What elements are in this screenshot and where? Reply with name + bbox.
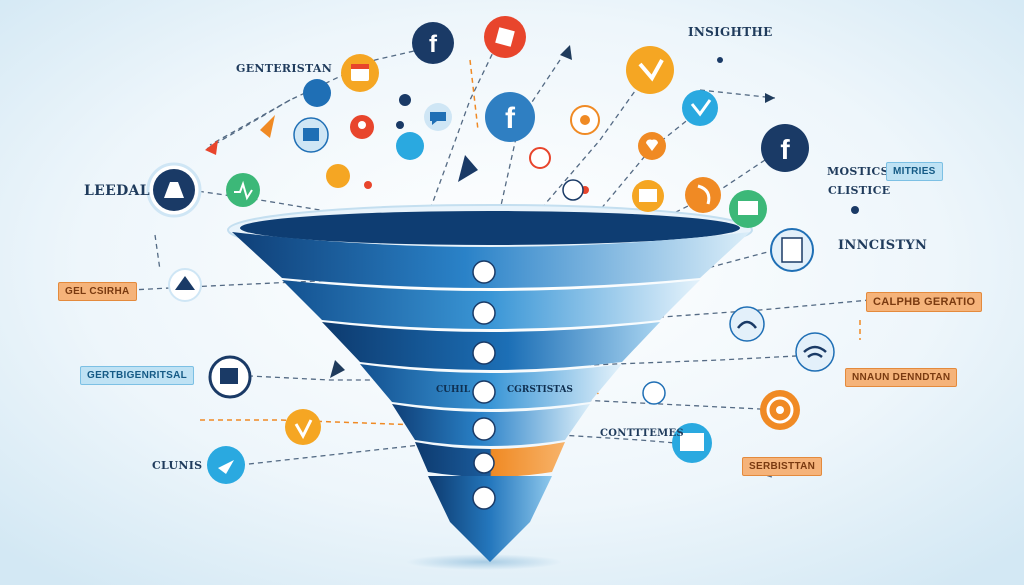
like-icon: [285, 409, 321, 445]
stage-5-icon: [472, 417, 496, 441]
funnel: [227, 204, 753, 562]
label-clistice: CLISTICE: [828, 184, 891, 197]
document-icon: [770, 228, 814, 272]
heart-icon: [638, 132, 666, 160]
label-mostics: MOSTICS: [827, 165, 889, 178]
connector-lines: [129, 37, 871, 479]
check-heart-icon: [682, 90, 718, 126]
label-inncistyn: INNCISTYN: [838, 238, 928, 253]
label-conttemes: CONTTTEMES: [600, 428, 684, 439]
chat-bubble-icon: [424, 103, 452, 131]
funnel-spout: [428, 476, 552, 562]
comment-icon: [326, 164, 350, 188]
svg-text:f: f: [780, 134, 790, 165]
label-genteristan: GENTERISTAN: [236, 62, 333, 75]
send-icon: [207, 446, 245, 484]
speed-icon: [642, 381, 666, 405]
twitter-bird-icon: [626, 46, 674, 94]
social-icons: f f: [146, 16, 835, 484]
calendar-icon: [341, 54, 379, 92]
mail-icon: [632, 180, 664, 212]
stage-1-icon: [472, 260, 496, 284]
phone-icon: [685, 177, 721, 213]
facebook-icon: f: [412, 22, 454, 64]
chart-icon: [293, 117, 329, 153]
activity-icon: [226, 173, 260, 207]
stage-7-icon: [472, 486, 496, 510]
funnel-label-left: CUHIL: [436, 385, 471, 395]
svg-text:f: f: [505, 102, 516, 135]
tag-mitries: MITRIES: [886, 162, 943, 181]
location-pin-icon: [350, 115, 374, 139]
tag-left-orange: GEL CSIRHA: [58, 282, 137, 301]
funnel-stage-icons: [472, 260, 496, 510]
stage-6-icon: [473, 452, 495, 474]
funnel-label-right: CGRSTISTAS: [507, 385, 573, 395]
funnel-shadow: [406, 554, 562, 570]
facebook-icon-3: f: [761, 124, 809, 172]
support-icon: [729, 306, 765, 342]
rss-feed-icon: [570, 105, 600, 135]
stage-2-icon: [472, 301, 496, 325]
message-icon: [729, 190, 767, 228]
news-icon: [672, 423, 712, 463]
wave-icon: [529, 147, 551, 169]
target-icon: [760, 390, 800, 430]
leedal-logo-icon: [146, 162, 202, 218]
wifi-icon-small: [396, 132, 424, 160]
funnel-band-1: [232, 232, 750, 288]
stage-3-icon: [472, 341, 496, 365]
image-icon: [208, 355, 252, 399]
stage-4-icon: [472, 380, 496, 404]
tag-calphb: CALPHB GERATIO: [866, 292, 983, 312]
cloud-icon: [562, 179, 584, 201]
profile-icon: [303, 79, 331, 107]
label-clunis: CLUNIS: [152, 459, 203, 472]
wifi-icon: [795, 332, 835, 372]
tag-serbisttan: SERBISTTAN: [742, 457, 823, 476]
megaphone-icon: [484, 16, 526, 58]
share-icon: [168, 268, 202, 302]
label-leedal: LEEDAL: [84, 183, 150, 199]
label-insighthe: INSIGHTHE: [688, 25, 773, 39]
tag-left-blue: GERTBIGENRITSAL: [80, 366, 195, 385]
funnel-mouth: [240, 211, 740, 245]
tag-nnaun: NNAUN DENNDTAN: [845, 368, 958, 387]
facebook-icon-2: f: [485, 92, 535, 142]
svg-text:f: f: [429, 31, 438, 58]
